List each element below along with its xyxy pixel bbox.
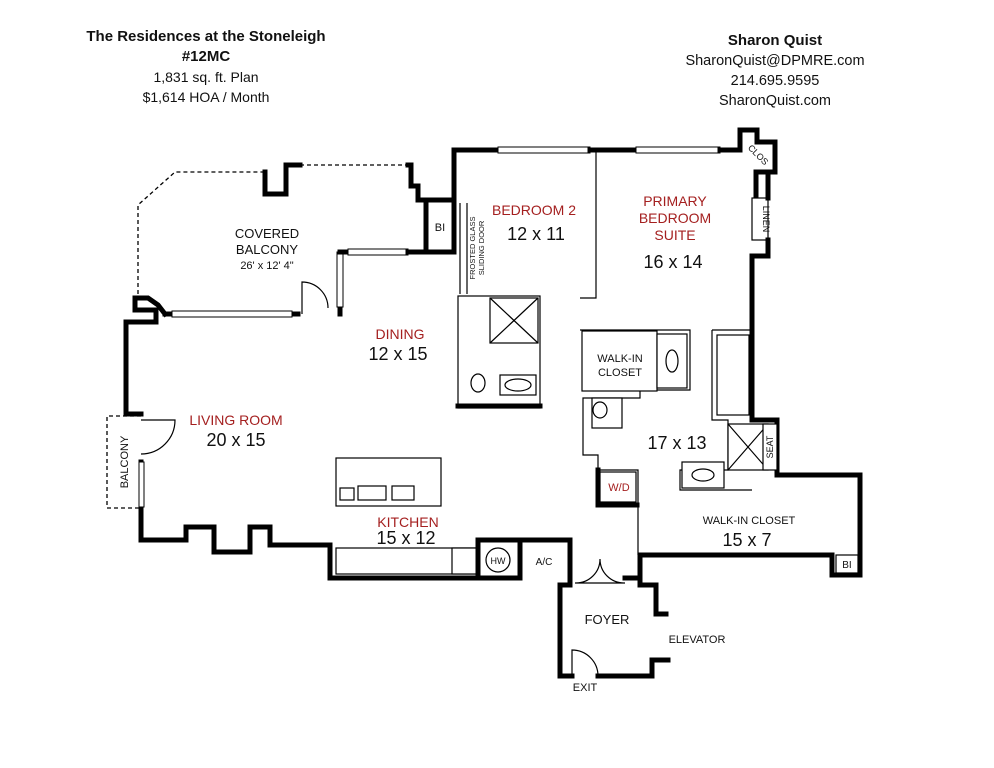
agent-info: Sharon Quist SharonQuist@DPMRE.com 214.6…	[670, 31, 880, 111]
walkin-small-label-2: CLOSET	[598, 367, 642, 379]
foyer-label: FOYER	[585, 612, 630, 627]
dining-north-window	[347, 248, 409, 256]
covered-balcony-label-1: COVERED	[235, 226, 299, 241]
kitchen-label: KITCHEN	[377, 514, 438, 530]
clos-label: CLOS	[746, 143, 770, 167]
square-footage: 1,831 sq. ft. Plan	[153, 69, 259, 85]
side-balcony-outline	[106, 415, 141, 509]
exit-door-swing	[571, 649, 599, 677]
property-title: The Residences at the Stoneleigh	[86, 28, 326, 45]
agent-phone: 214.695.9595	[730, 73, 820, 89]
exterior-wall-left-lower	[138, 459, 481, 581]
balcony-door-swing	[301, 281, 329, 314]
hoa-fee: $1,614 HOA / Month	[142, 89, 270, 105]
bi-upper-label: BI	[435, 222, 445, 234]
foyer-walls	[557, 575, 671, 679]
primary-label-1: PRIMARY	[643, 193, 707, 209]
unit-number: #12MC	[181, 48, 231, 65]
covered-balcony-outline	[137, 164, 408, 294]
side-balcony-window	[138, 461, 145, 508]
water-heater	[485, 547, 511, 573]
kitchen-dims: 15 x 12	[376, 528, 435, 548]
agent-website: SharonQuist.com	[718, 93, 832, 109]
primary-tub	[716, 334, 750, 416]
bedroom2-label: BEDROOM 2	[492, 202, 576, 218]
primary-window	[635, 146, 721, 154]
cooktop	[391, 485, 415, 501]
walkin-large-label: WALK-IN CLOSET	[703, 515, 796, 527]
balcony-window	[171, 310, 293, 318]
property-info: The Residences at the Stoneleigh #12MC 1…	[86, 27, 326, 107]
wd-label: W/D	[608, 482, 629, 494]
agent-name: Sharon Quist	[727, 32, 823, 49]
living-room-label: LIVING ROOM	[189, 412, 282, 428]
wd-closet	[595, 467, 640, 508]
primary-dims: 16 x 14	[643, 252, 702, 272]
exit-label: EXIT	[573, 682, 598, 694]
linen-label: LINEN	[761, 206, 771, 233]
agent-email: SharonQuist@DPMRE.com	[685, 53, 865, 69]
primary-sink-lower	[691, 468, 715, 482]
shower-drain-lines	[489, 297, 539, 344]
kitchen-fridge	[451, 547, 479, 575]
primary-seat	[762, 423, 778, 471]
dining-label: DINING	[376, 326, 425, 342]
frosted-sliding-door	[459, 203, 468, 294]
bedroom2-window	[497, 146, 591, 154]
ac-label: A/C	[536, 557, 553, 568]
bi-closet-lower	[835, 554, 859, 574]
covered-balcony-label-2: BALCONY	[236, 242, 298, 257]
primary-label-3: SUITE	[654, 227, 695, 243]
dishwasher	[339, 487, 355, 501]
primary-label-2: BEDROOM	[639, 210, 711, 226]
elevator-label: ELEVATOR	[669, 634, 726, 646]
primary-north-wall-east	[717, 127, 778, 201]
foyer-entry-doors	[575, 558, 625, 584]
dining-window	[336, 251, 344, 308]
bedroom2-primary-divider	[580, 150, 597, 299]
bedroom2-dims: 12 x 11	[507, 224, 565, 244]
dining-north-wall-2	[405, 162, 429, 255]
walkin-small-label-1: WALK-IN	[597, 353, 642, 365]
primary-shower-lines	[727, 423, 769, 471]
primary-sink-upper	[665, 349, 679, 373]
living-room-dims: 20 x 15	[206, 430, 265, 450]
walkin-large-dims: 15 x 7	[722, 530, 771, 550]
kitchen-sink	[357, 485, 387, 501]
primary-east-wall	[637, 169, 863, 617]
washer-dryer	[599, 471, 637, 503]
covered-balcony-dims: 26' x 12' 4"	[240, 260, 293, 272]
bedroom2-toilet	[470, 373, 486, 393]
bi-closet-walls	[423, 147, 501, 255]
frosted-label-1: FROSTED GLASS	[468, 217, 477, 280]
seat-label: SEAT	[765, 435, 775, 458]
primary-toilet	[592, 401, 608, 419]
side-balcony-door-swing	[140, 419, 176, 455]
primary-vanity-lower	[681, 461, 725, 489]
bedroom2-sink-basin	[504, 378, 532, 392]
balcony-notch-wall	[262, 162, 303, 197]
hw-label: HW	[491, 556, 506, 566]
bi-lower-label: BI	[842, 560, 851, 571]
kitchen-utility-wall	[475, 537, 573, 581]
frosted-label-2: SLIDING DOOR	[477, 220, 486, 275]
walkin-closet-small	[581, 330, 658, 392]
primary-bath-dims: 17 x 13	[647, 433, 706, 453]
dining-dims: 12 x 15	[368, 344, 427, 364]
balcony-label: BALCONY	[119, 435, 131, 488]
linen-closet	[751, 197, 769, 241]
exterior-wall-left	[123, 295, 169, 417]
